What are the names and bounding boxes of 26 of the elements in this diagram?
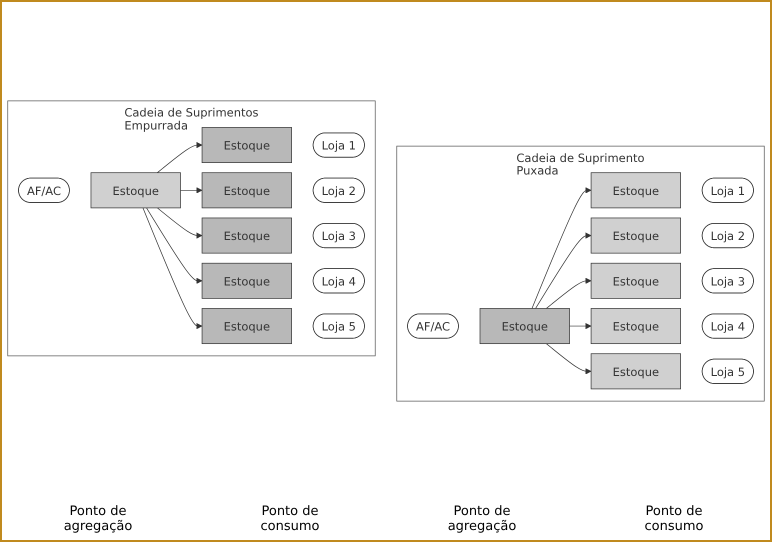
arrow bbox=[180, 187, 202, 194]
axis-note: Ponto de consumo bbox=[260, 504, 320, 534]
axis-note: Ponto de consumo bbox=[644, 504, 704, 534]
node-box: Estoque bbox=[590, 218, 681, 254]
axis-note: Ponto de agregação bbox=[62, 504, 134, 534]
node-box: Estoque bbox=[590, 262, 681, 299]
node-box: Estoque bbox=[202, 127, 292, 164]
arrow bbox=[532, 187, 592, 309]
arrow bbox=[535, 232, 592, 309]
node-box: Estoque bbox=[202, 218, 292, 254]
node-box: Estoque bbox=[590, 172, 681, 208]
node-box: Estoque bbox=[590, 308, 681, 344]
node-box: Estoque bbox=[202, 308, 292, 344]
arrow bbox=[156, 142, 202, 174]
node-box: Estoque bbox=[202, 262, 292, 299]
node-box: Estoque bbox=[90, 172, 181, 208]
arrow bbox=[142, 208, 202, 330]
arrow bbox=[546, 278, 592, 309]
arrow bbox=[156, 208, 202, 239]
node-box: Estoque bbox=[590, 353, 681, 390]
arrow bbox=[546, 343, 592, 374]
arrow bbox=[146, 208, 202, 284]
arrow bbox=[569, 322, 592, 330]
node-box: Estoque bbox=[202, 172, 292, 208]
axis-note: Ponto de agregação bbox=[446, 504, 518, 534]
node-box: Estoque bbox=[480, 308, 570, 344]
